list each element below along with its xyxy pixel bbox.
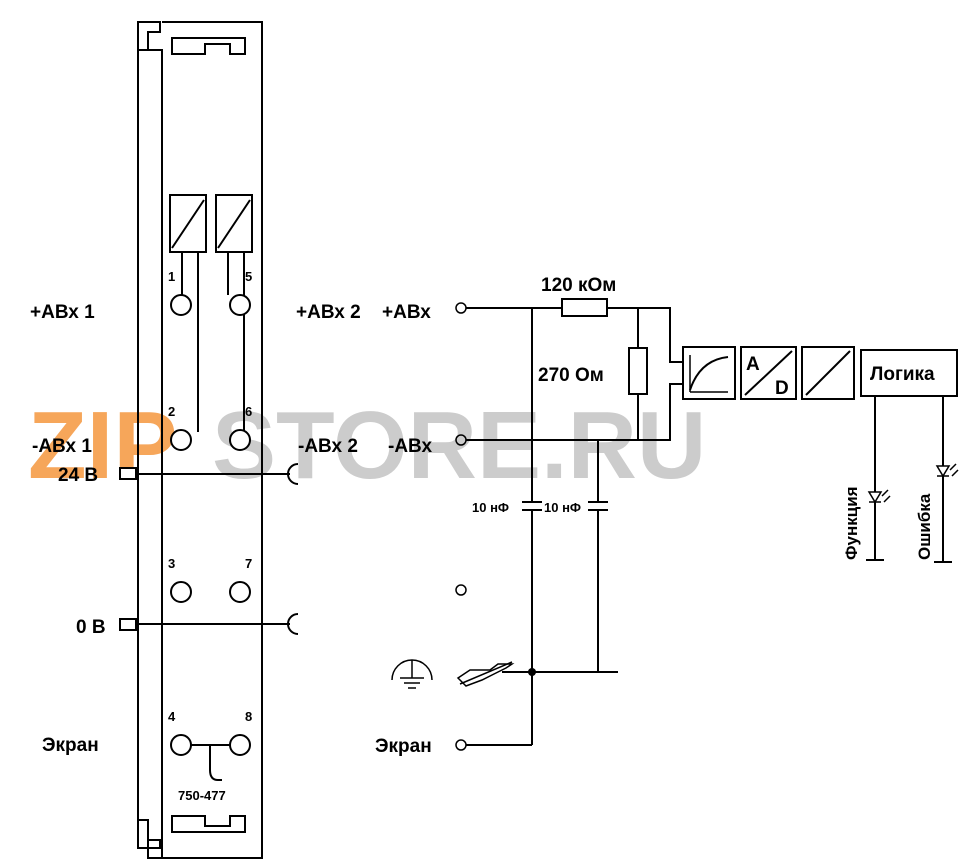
led-error	[934, 396, 959, 563]
resistor-270	[628, 347, 648, 395]
label-cap-left: 10 нФ	[472, 500, 509, 515]
label-abx-minus: -АВх	[388, 436, 433, 457]
power-rail-24v	[119, 463, 299, 485]
adc-label-a: A	[746, 354, 760, 375]
pin-number-1: 1	[168, 269, 175, 284]
label-shield-right: Экран	[375, 736, 432, 757]
isolation-block-2	[215, 194, 253, 253]
label-shield-left: Экран	[42, 735, 99, 756]
terminal-3[interactable]	[170, 581, 192, 603]
module-body: 1 5 2 6 3 7 4 8 750-477	[137, 21, 263, 859]
shield-terminal	[455, 739, 467, 751]
pin-number-8: 8	[245, 709, 252, 724]
pin-number-3: 3	[168, 556, 175, 571]
pin-number-7: 7	[245, 556, 252, 571]
label-cap-right: 10 нФ	[544, 500, 581, 515]
filter-block	[682, 346, 736, 400]
label-led-function: Функция	[842, 486, 861, 560]
terminal-5[interactable]	[229, 294, 251, 316]
watermark-store: STORE.RU	[212, 392, 706, 499]
input-schematic: A D Логика	[296, 275, 959, 757]
terminal-6[interactable]	[229, 429, 251, 451]
pin-number-5: 5	[245, 269, 252, 284]
logic-label: Логика	[870, 364, 935, 385]
pin-number-6: 6	[245, 404, 252, 419]
led-function	[866, 396, 891, 561]
label-24v: 24 В	[58, 465, 98, 486]
power-rail-0v	[119, 613, 299, 635]
terminal-7[interactable]	[229, 581, 251, 603]
adc-block: A D	[740, 346, 797, 400]
isolator-block	[801, 346, 855, 400]
pin-number-4: 4	[168, 709, 176, 724]
watermark: ZIP STORE.RU	[28, 392, 706, 499]
din-rail-icon	[456, 661, 515, 687]
label-resistor-270: 270 Ом	[538, 365, 604, 386]
adc-label-d: D	[775, 378, 789, 399]
ground-icon	[391, 659, 433, 689]
label-abx1-minus: -АВх 1	[32, 436, 92, 457]
label-0v: 0 В	[76, 617, 106, 638]
watermark-zip: ZIP	[28, 392, 177, 499]
terminal-8[interactable]	[229, 734, 251, 756]
label-abx2-minus: -АВх 2	[298, 436, 358, 457]
label-abx1-plus: +АВх 1	[30, 302, 95, 323]
input-plus-terminal	[455, 302, 467, 314]
resistor-120k	[561, 298, 608, 317]
terminal-2[interactable]	[170, 429, 192, 451]
pin-number-2: 2	[168, 404, 175, 419]
label-abx2-plus: +АВх 2	[296, 302, 361, 323]
unused-terminal	[455, 584, 467, 596]
label-led-error: Ошибка	[915, 493, 934, 560]
isolation-block-1	[169, 194, 207, 253]
logic-block: Логика	[860, 349, 958, 397]
label-resistor-120k: 120 кОм	[541, 275, 616, 296]
terminal-4[interactable]	[170, 734, 192, 756]
terminal-1[interactable]	[170, 294, 192, 316]
label-abx-plus: +АВх	[382, 302, 431, 323]
part-number: 750-477	[178, 788, 226, 803]
